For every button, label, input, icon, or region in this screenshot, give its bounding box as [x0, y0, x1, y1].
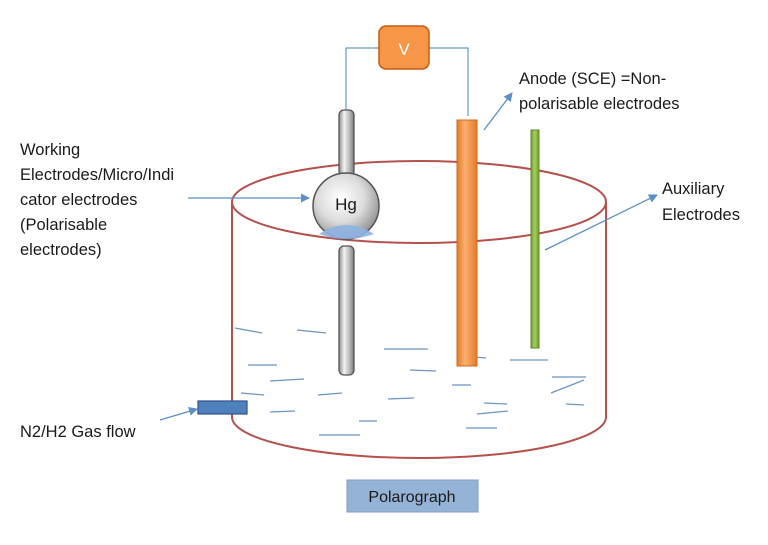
caption-text: Polarograph	[368, 489, 455, 506]
working-electrode-label-line: (Polarisable	[20, 216, 107, 234]
caption-background	[346, 479, 479, 513]
dropping-mercury-electrode: Hg	[312, 109, 380, 376]
working-electrode-label: Working Electrodes/Micro/Indi cator elec…	[20, 141, 179, 259]
electrolyte-dash	[317, 392, 343, 396]
arrow-auxiliary	[544, 194, 658, 251]
mercury-label: Hg	[335, 195, 357, 214]
electrolyte-dash	[483, 402, 508, 405]
auxiliary-label: Auxiliary Electrodes	[662, 180, 740, 224]
anode-label-line: Anode (SCE) =Non-	[519, 70, 666, 88]
labels: Working Electrodes/Micro/Indi cator elec…	[20, 70, 740, 441]
electrolyte-dash	[240, 392, 265, 396]
auxiliary-rod	[530, 129, 540, 349]
beaker-body	[231, 202, 607, 459]
arrow-gas-flow	[159, 406, 198, 421]
electrolyte-dash	[234, 327, 263, 334]
gas-inlet-tube	[197, 400, 248, 415]
mercury-bulb	[312, 172, 380, 240]
caption-box: Polarograph	[346, 479, 479, 513]
electrolyte-dash	[387, 397, 415, 400]
voltmeter: V	[378, 25, 430, 70]
electrolyte-dash	[565, 403, 585, 406]
electrolyte-dash	[550, 379, 585, 394]
electrolyte-dash	[269, 378, 305, 382]
auxiliary-label-line: Auxiliary	[662, 180, 725, 198]
anode-rod	[456, 119, 478, 367]
circuit-wires	[345, 47, 469, 116]
working-electrode-label-line: electrodes)	[20, 241, 102, 259]
mercury-pool	[319, 225, 374, 239]
beaker-rim	[231, 160, 607, 244]
arrow-anode	[483, 92, 513, 131]
capillary-lower	[338, 245, 355, 376]
gas-inlet	[197, 400, 248, 415]
wire-working-electrode	[345, 47, 379, 110]
beaker	[231, 160, 607, 459]
anode-label-line: polarisable electrodes	[519, 95, 680, 113]
electrolyte-dash	[296, 329, 327, 334]
anode-sce-electrode	[456, 119, 478, 367]
electrolyte-dash	[476, 410, 509, 415]
gas-flow-label: N2/H2 Gas flow	[20, 423, 136, 441]
capillary-upper	[338, 109, 355, 177]
working-electrode-label-line: cator electrodes	[20, 191, 137, 209]
wire-anode	[429, 47, 469, 116]
working-electrode-label-line: Electrodes/Micro/Indi	[20, 166, 174, 184]
auxiliary-label-line: Electrodes	[662, 206, 740, 224]
anode-label: Anode (SCE) =Non- polarisable electrodes	[519, 70, 680, 113]
working-electrode-label-line: Working	[20, 141, 80, 159]
voltmeter-label: V	[398, 40, 410, 59]
annotation-arrows	[159, 92, 658, 421]
electrolyte-dash	[409, 369, 437, 372]
voltmeter-box	[378, 25, 430, 70]
auxiliary-electrode	[530, 129, 540, 349]
electrolyte-dash	[269, 410, 296, 413]
